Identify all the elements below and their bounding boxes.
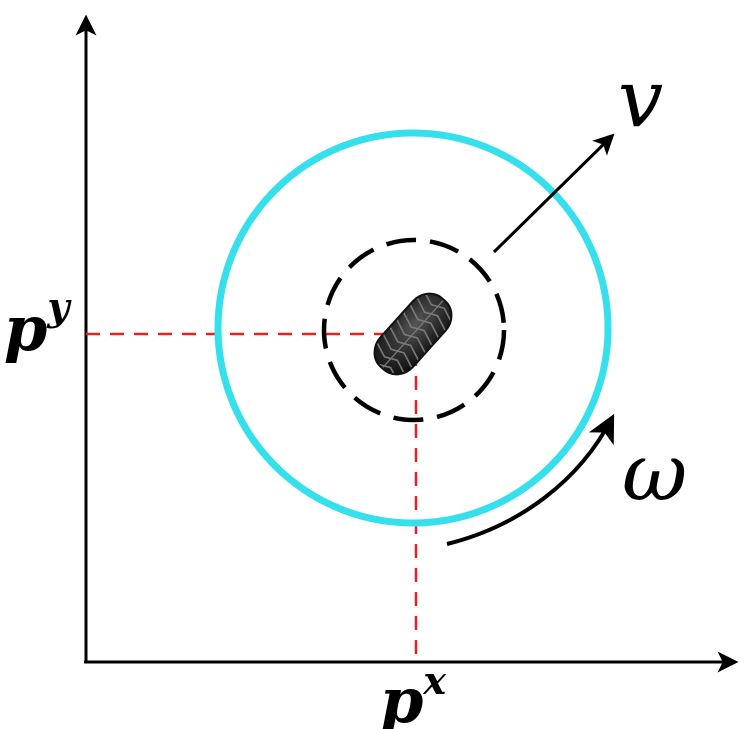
dashed-circle — [321, 237, 507, 423]
angular-velocity-arrow — [446, 413, 615, 546]
outer-circle — [214, 129, 612, 527]
angular-velocity-label: ω — [622, 426, 687, 519]
py-label: py — [4, 284, 72, 365]
px-label: px — [380, 658, 447, 729]
velocity-arrow — [492, 133, 615, 254]
velocity-label: v — [618, 52, 663, 145]
tire-icon — [369, 289, 453, 383]
